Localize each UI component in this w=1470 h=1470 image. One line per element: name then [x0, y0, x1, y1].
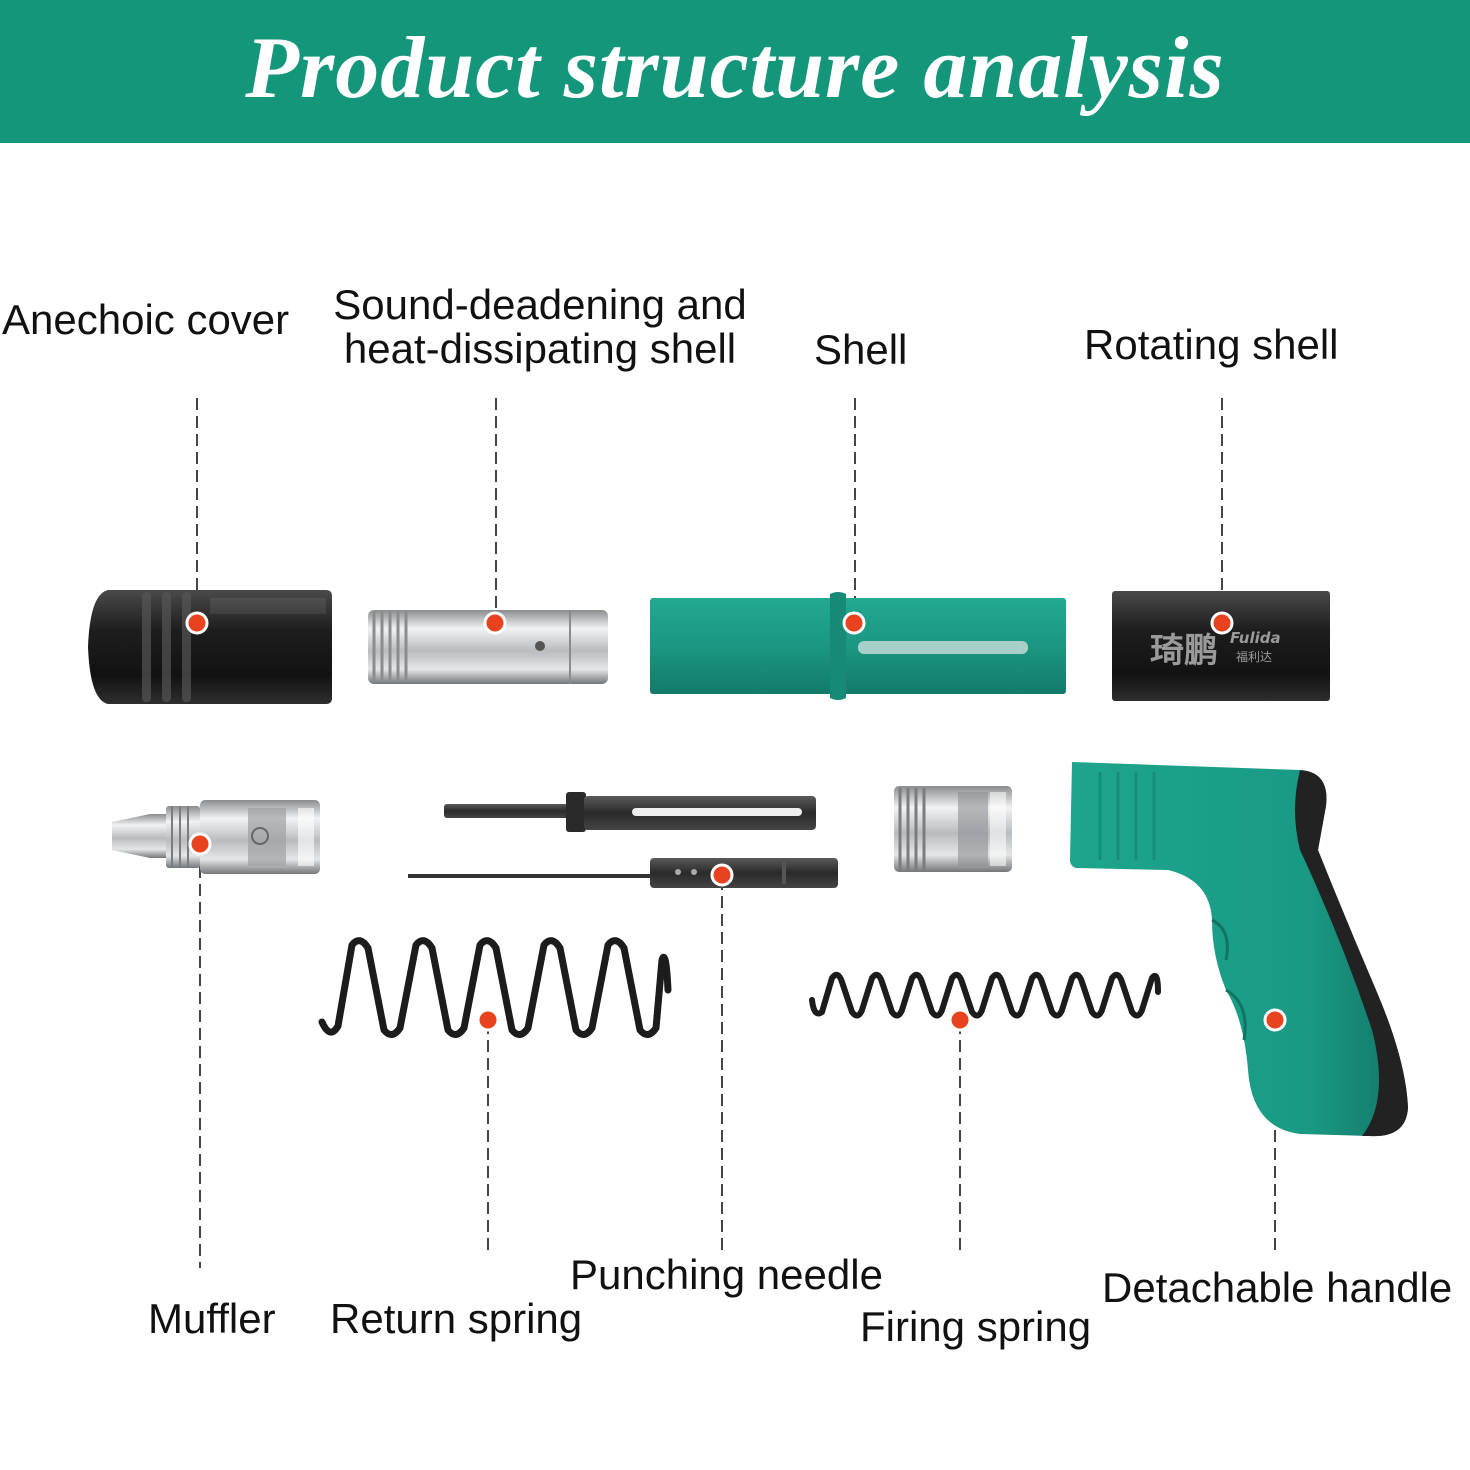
- label-firing-spring: Firing spring: [860, 1303, 1092, 1350]
- label-punching-needle: Punching needle: [570, 1251, 883, 1298]
- brand-logo-en: Fulida: [1230, 629, 1281, 647]
- anechoic-cover-part: [88, 590, 332, 704]
- label-sound-shell-line2: heat-dissipating shell: [343, 325, 737, 372]
- label-rotating-shell: Rotating shell: [1084, 321, 1339, 368]
- marker-detachable-handle: [1263, 1008, 1287, 1032]
- punching-needle-part: [408, 858, 838, 888]
- title-banner: Product structure analysis: [0, 0, 1470, 143]
- marker-rotating-shell: [1210, 611, 1234, 635]
- label-muffler: Muffler: [148, 1295, 276, 1342]
- page-title: Product structure analysis: [245, 20, 1225, 117]
- label-sound-shell: Sound-deadening and heat-dissipating she…: [322, 283, 758, 371]
- rod-upper-part: [444, 792, 816, 832]
- label-anechoic-cover: Anechoic cover: [2, 296, 290, 343]
- label-return-spring: Return spring: [330, 1295, 583, 1342]
- label-shell: Shell: [814, 326, 908, 373]
- rotating-shell-part: 琦鹏 Fulida 福利达: [1112, 591, 1330, 701]
- return-spring-part: [318, 937, 672, 1038]
- marker-shell: [842, 611, 866, 635]
- sound-deadening-shell-part: [368, 610, 608, 684]
- marker-sound-shell: [483, 611, 507, 635]
- marker-return-spring: [476, 1008, 500, 1032]
- muffler-part: [112, 800, 320, 874]
- marker-punching-needle: [710, 863, 734, 887]
- marker-muffler: [188, 832, 212, 856]
- marker-firing-spring: [948, 1008, 972, 1032]
- shell-part: [650, 592, 1066, 700]
- firing-spring-part: [809, 971, 1161, 1019]
- label-sound-shell-line1: Sound-deadening and: [333, 281, 747, 328]
- brand-logo-cn: 琦鹏: [1150, 631, 1218, 671]
- detachable-handle-part: [1070, 762, 1408, 1137]
- coupling-part: [894, 786, 1012, 872]
- marker-anechoic-cover: [185, 611, 209, 635]
- brand-logo-cn-small: 福利达: [1236, 649, 1272, 664]
- label-detachable-handle: Detachable handle: [1102, 1264, 1453, 1311]
